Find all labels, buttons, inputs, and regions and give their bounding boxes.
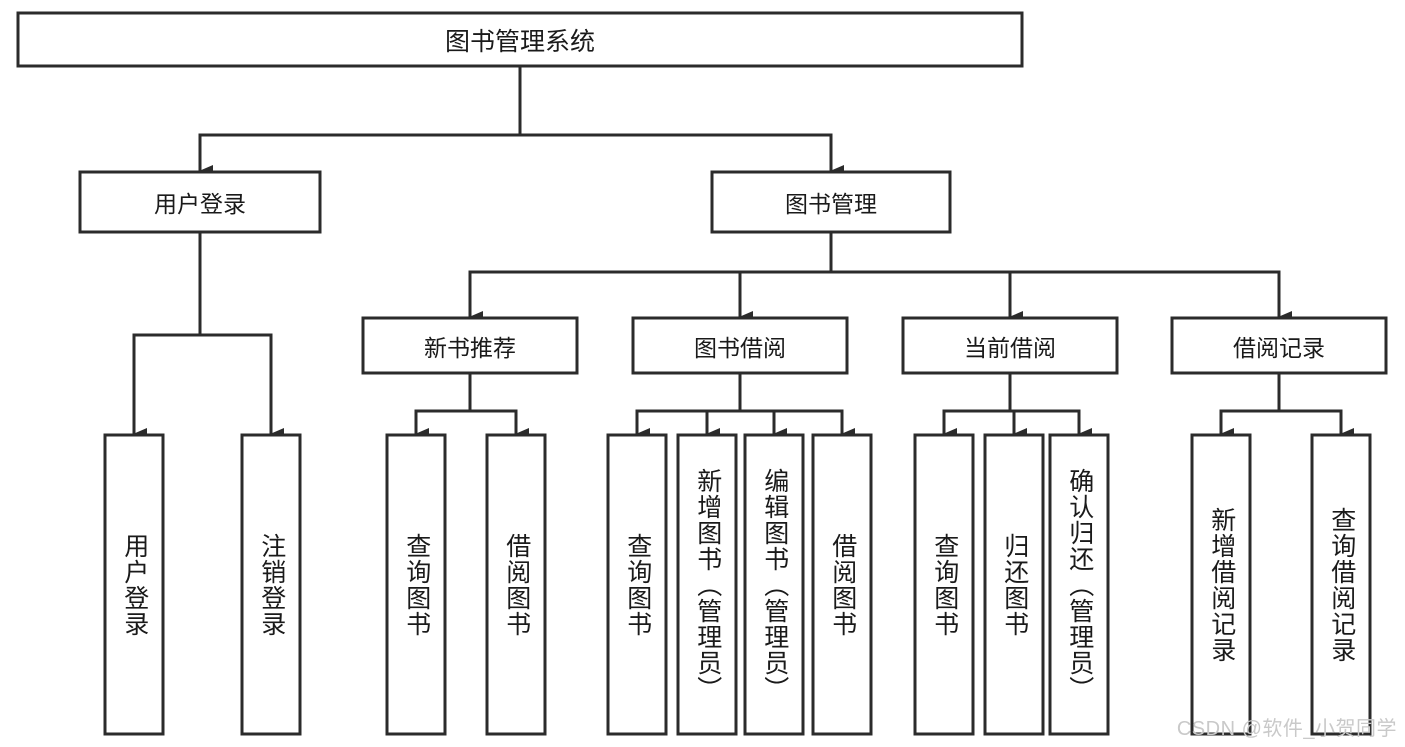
node-leaf-user-login[interactable] bbox=[105, 435, 163, 734]
node-book-manage[interactable] bbox=[712, 172, 950, 232]
node-box-leaf-query-borrow-record[interactable] bbox=[1310, 433, 1372, 736]
node-box-root[interactable] bbox=[16, 11, 1024, 68]
node-box-current-borrow[interactable] bbox=[901, 316, 1119, 375]
connector-links bbox=[132, 64, 1354, 440]
node-box-user-login[interactable] bbox=[78, 170, 322, 234]
node-leaf-borrow-book-rec[interactable] bbox=[487, 435, 545, 734]
node-leaf-edit-book-admin[interactable] bbox=[745, 435, 803, 734]
node-boxes bbox=[16, 11, 1388, 736]
node-new-book-rec[interactable] bbox=[363, 318, 577, 373]
node-box-leaf-borrow-book-rec[interactable] bbox=[485, 433, 547, 736]
node-leaf-confirm-return-admin[interactable] bbox=[1050, 435, 1108, 734]
node-box-leaf-add-book-admin[interactable] bbox=[676, 433, 738, 736]
node-box-leaf-edit-book-admin[interactable] bbox=[743, 433, 805, 736]
node-box-leaf-confirm-return-admin[interactable] bbox=[1048, 433, 1110, 736]
node-box-borrow-record[interactable] bbox=[1170, 316, 1388, 375]
node-box-leaf-user-login[interactable] bbox=[103, 433, 165, 736]
node-box-leaf-borrow-book[interactable] bbox=[811, 433, 873, 736]
node-user-login[interactable] bbox=[80, 172, 320, 232]
node-root[interactable] bbox=[18, 13, 1022, 66]
node-leaf-query-book-borrow[interactable] bbox=[608, 435, 666, 734]
node-leaf-logout-login[interactable] bbox=[242, 435, 300, 734]
node-box-leaf-query-book-rec[interactable] bbox=[385, 433, 447, 736]
node-borrow-record[interactable] bbox=[1172, 318, 1386, 373]
node-box-leaf-logout-login[interactable] bbox=[240, 433, 302, 736]
node-box-leaf-query-book-borrow[interactable] bbox=[606, 433, 668, 736]
node-box-leaf-add-borrow-record[interactable] bbox=[1190, 433, 1252, 736]
node-box-book-manage[interactable] bbox=[710, 170, 952, 234]
node-box-new-book-rec[interactable] bbox=[361, 316, 579, 375]
node-leaf-add-book-admin[interactable] bbox=[678, 435, 736, 734]
node-current-borrow[interactable] bbox=[903, 318, 1117, 373]
node-leaf-return-book[interactable] bbox=[985, 435, 1043, 734]
node-leaf-borrow-book[interactable] bbox=[813, 435, 871, 734]
node-book-borrow[interactable] bbox=[633, 318, 847, 373]
node-box-book-borrow[interactable] bbox=[631, 316, 849, 375]
node-box-leaf-query-book-current[interactable] bbox=[913, 433, 975, 736]
node-leaf-add-borrow-record[interactable] bbox=[1192, 435, 1250, 734]
node-leaf-query-book-current[interactable] bbox=[915, 435, 973, 734]
node-box-leaf-return-book[interactable] bbox=[983, 433, 1045, 736]
node-leaf-query-borrow-record[interactable] bbox=[1312, 435, 1370, 734]
node-leaf-query-book-rec[interactable] bbox=[387, 435, 445, 734]
